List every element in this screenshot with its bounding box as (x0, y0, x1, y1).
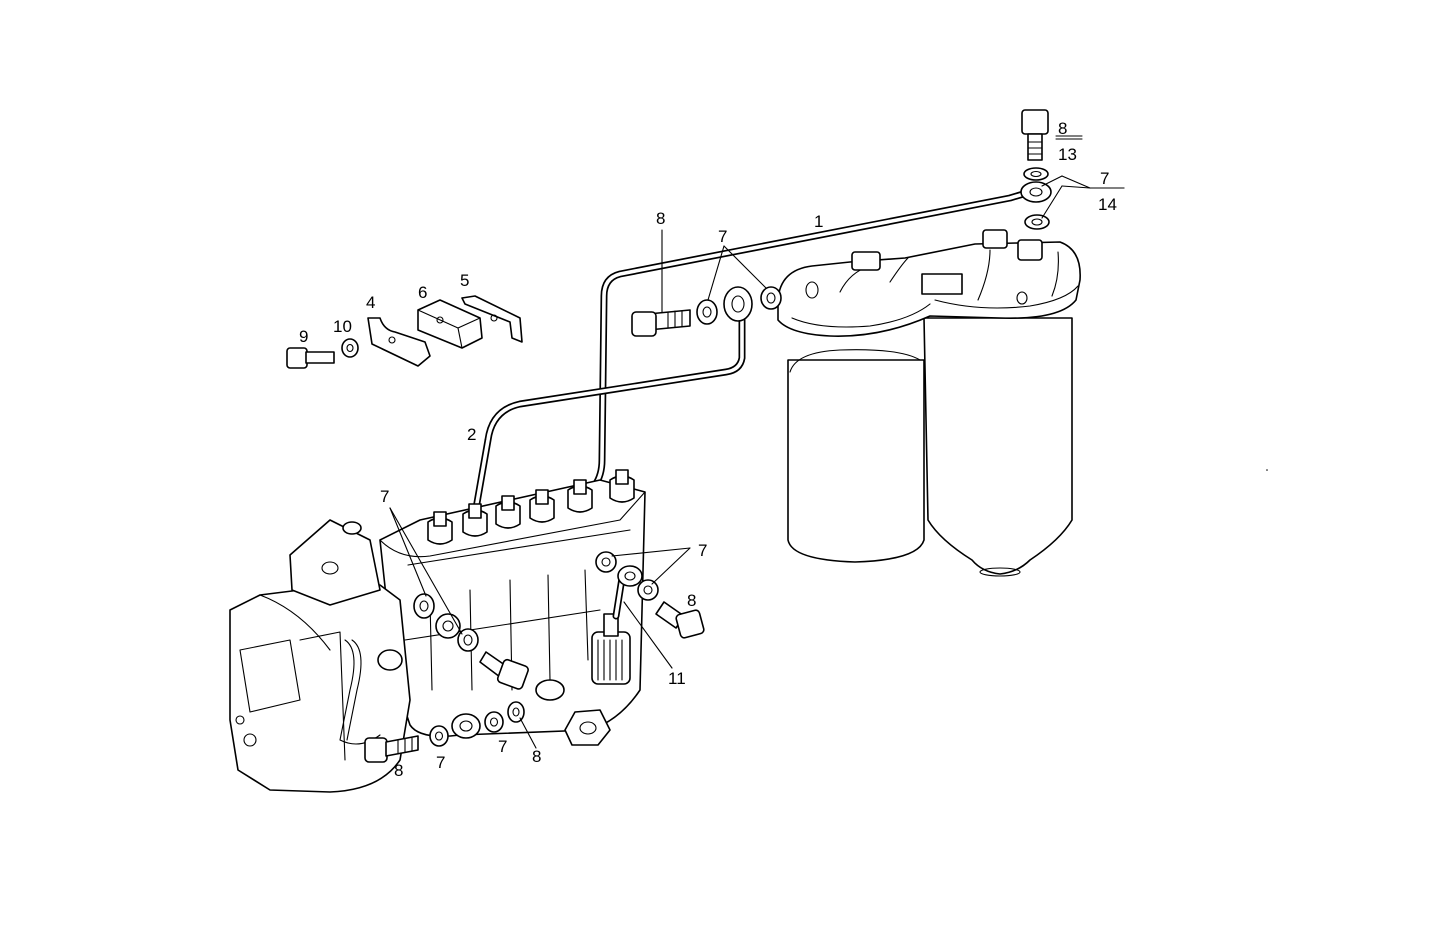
clamp-block-6 (417, 299, 483, 349)
callout-11: 11 (668, 669, 686, 688)
fuel-pipe-2 (456, 316, 746, 604)
callout-6: 6 (418, 283, 427, 302)
hollow-bolt-right (655, 601, 705, 639)
callout-7-right-numerator: 7 (1100, 169, 1109, 188)
callout-8-bottom: 8 (532, 747, 541, 766)
banjo-fitting-right (1020, 181, 1052, 203)
callout-7-top: 7 (718, 227, 727, 246)
clamp-plate-5 (461, 295, 523, 343)
leader-lines (389, 135, 1125, 749)
washer-10 (341, 338, 359, 358)
overflow-valve-11 (591, 574, 631, 685)
hollow-bolt-middle (479, 651, 529, 690)
callout-4: 4 (366, 293, 375, 312)
speck (1266, 469, 1268, 471)
callout-7-left: 7 (380, 487, 389, 506)
clamp-bolt-9 (286, 347, 335, 369)
clamp-plate-4 (367, 317, 431, 367)
filter-canister-left (787, 359, 925, 563)
injection-pump (229, 469, 646, 793)
hollow-bolt-bottom-left (364, 735, 419, 763)
callout-8-right-numerator: 8 (1058, 119, 1067, 138)
banjo-fitting-top (723, 286, 753, 322)
callout-8-bottom-left: 8 (394, 761, 403, 780)
bolt-top-right (1021, 109, 1049, 161)
washer-right-upper (1023, 167, 1049, 181)
callout-8-mid: 8 (687, 591, 696, 610)
washer-pump-left-b (457, 628, 479, 652)
callout-7-mid: 7 (698, 541, 707, 560)
callout-2: 2 (467, 425, 476, 444)
washer-pump-left-a (413, 593, 435, 619)
callout-8-top: 8 (656, 209, 665, 228)
callout-7-bottom-a: 7 (436, 753, 445, 772)
washer-bottom-c (507, 701, 525, 723)
callout-5: 5 (460, 271, 469, 290)
callout-9: 9 (299, 327, 308, 346)
washer-bottom-a (429, 725, 449, 747)
callout-13-right-denominator: 13 (1058, 145, 1077, 164)
callout-14-right-denominator: 14 (1098, 195, 1117, 214)
delivery-valves (427, 469, 635, 545)
fuel-filter-assembly (777, 229, 1081, 577)
filter-canister-right (923, 317, 1073, 575)
callout-1: 1 (814, 212, 823, 231)
washer-pump-right-a (595, 551, 617, 573)
washer-top-a (696, 299, 718, 325)
washer-pump-right-b (637, 579, 659, 601)
callout-7-bottom-b: 7 (498, 737, 507, 756)
washer-bottom-b (484, 711, 504, 733)
callout-10: 10 (333, 317, 352, 336)
washer-right-lower (1024, 214, 1050, 230)
hollow-bolt-top (631, 309, 691, 337)
washer-top-b (760, 286, 782, 310)
